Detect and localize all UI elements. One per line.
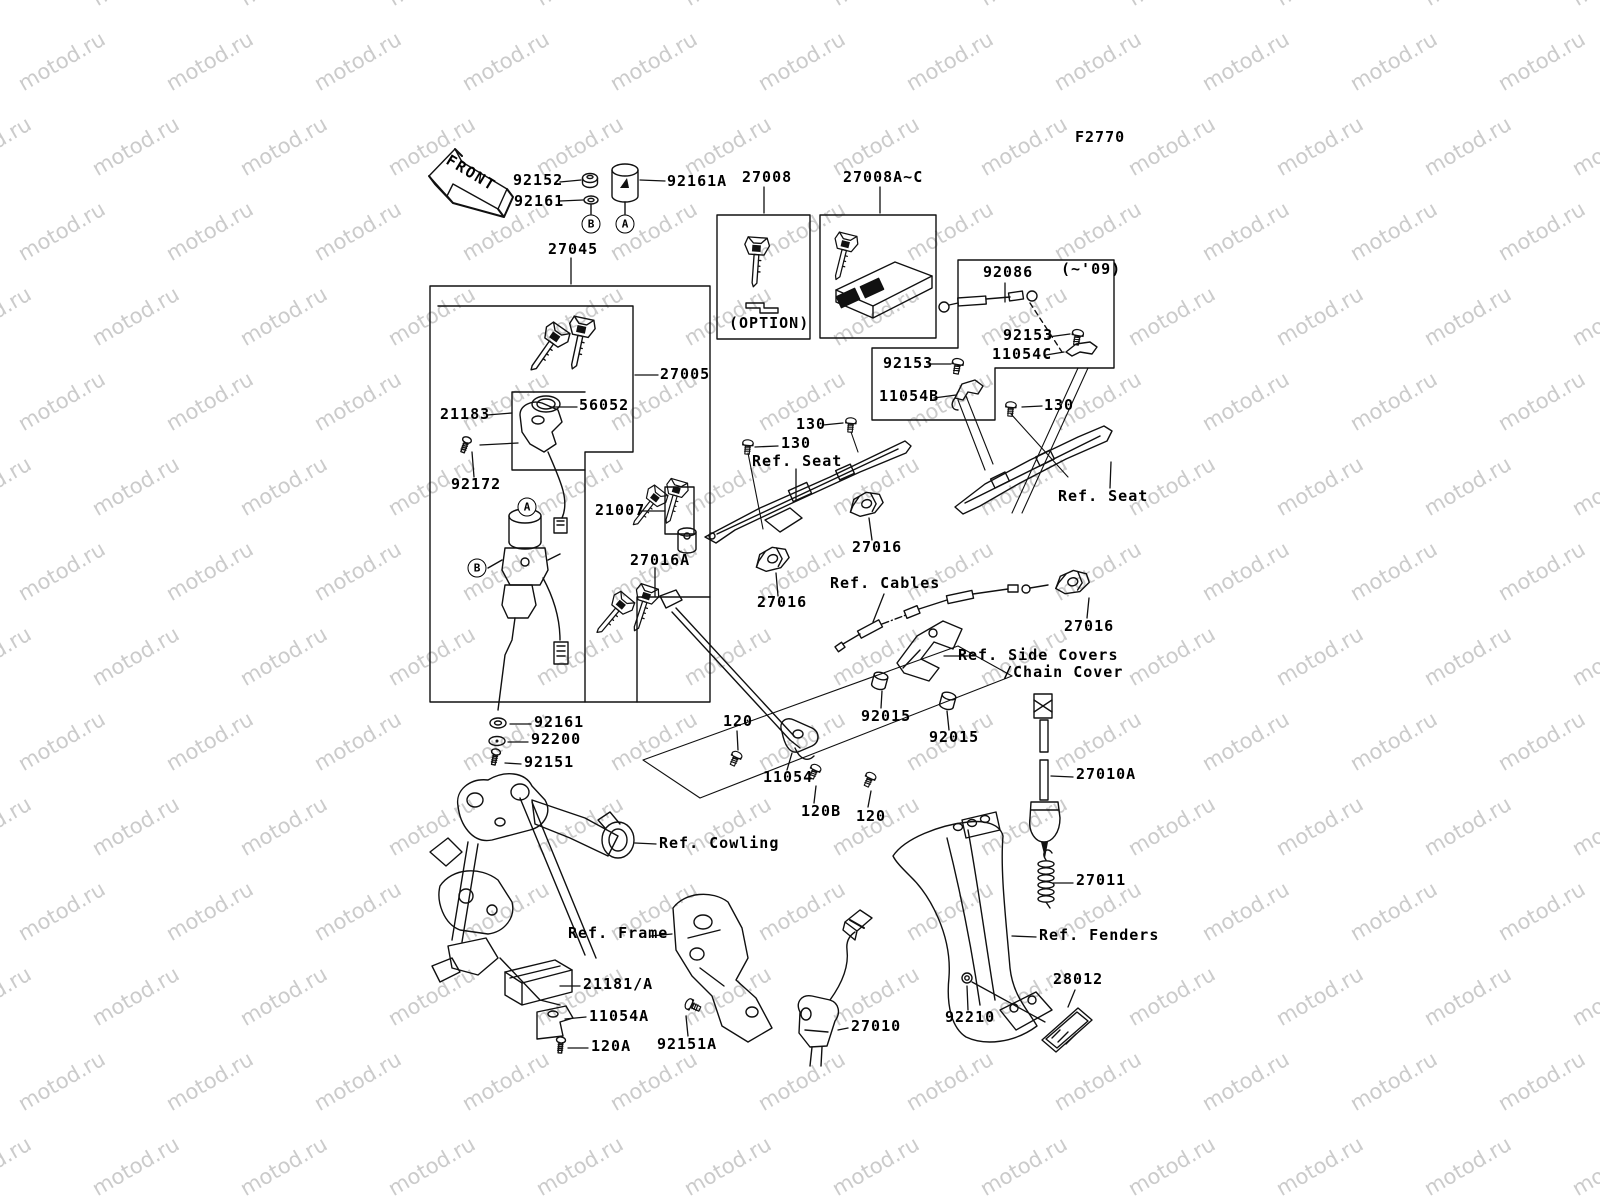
bracket-21183 (519, 401, 568, 534)
bracket-11054 (780, 718, 819, 760)
part-label-92151A: 92151A (657, 1035, 718, 1053)
part-label-11054A: 11054A (589, 1007, 650, 1025)
bracket-11054B (951, 379, 984, 411)
part-label-ref-cables: Ref. Cables (830, 574, 941, 592)
bracket-11054A (536, 1005, 574, 1040)
cowling-stay-assembly (429, 773, 635, 1006)
part-label-ref-seat-right: Ref. Seat (1058, 487, 1149, 505)
part-label-27011: 27011 (1076, 871, 1127, 889)
callout-a2: A (517, 497, 537, 517)
part-label-chain-cover: /Chain Cover (1003, 663, 1124, 681)
part-label-27016-c2: 27016 (757, 593, 808, 611)
reflector-28012 (1041, 1007, 1093, 1053)
part-label-21007: 21007 (595, 501, 646, 519)
callout-b1: B (581, 214, 601, 234)
switch-27010A (1029, 693, 1061, 858)
part-label-92086: 92086 (983, 263, 1034, 281)
part-label-11054: 11054 (763, 768, 814, 786)
part-label-ref-frame: Ref. Frame (568, 924, 669, 942)
part-label-92153-right: 92153 (1003, 326, 1054, 344)
panel-plane (642, 645, 1013, 799)
part-label-option: (OPTION) (729, 314, 810, 332)
part-label-27010A: 27010A (1076, 765, 1137, 783)
part-label-21181A: 21181/A (583, 975, 654, 993)
part-label-ref-fenders: Ref. Fenders (1039, 926, 1160, 944)
key-27008 (741, 235, 779, 314)
nut-92210 (961, 972, 973, 984)
part-label-21183: 21183 (440, 405, 491, 423)
part-label-130-right: 130 (1044, 396, 1075, 414)
keys-21007 (624, 477, 697, 554)
part-label-92015-l: 92015 (861, 707, 912, 725)
cap-92161A (611, 163, 639, 215)
part-label-27045: 27045 (548, 240, 599, 258)
part-label-28012: 28012 (1053, 970, 1104, 988)
part-label-ref-cowling: Ref. Cowling (659, 834, 780, 852)
part-label-92161-top: 92161 (514, 192, 565, 210)
leader-lines (471, 179, 1112, 1049)
part-label-27016A: 27016A (630, 551, 691, 569)
part-label-ref-seat-center: Ref. Seat (752, 452, 843, 470)
ring-56052 (531, 395, 561, 413)
part-label-figure-code: F2770 (1075, 128, 1126, 146)
part-label-27016-right: 27016 (1064, 617, 1115, 635)
part-label-56052: 56052 (579, 396, 630, 414)
part-label-through09: (~'09) (1061, 260, 1122, 278)
cable-92086 (938, 290, 1063, 353)
seat-rail-center (704, 440, 912, 544)
ignition-switch-27005 (487, 508, 569, 711)
ecu-21181A (504, 959, 573, 1006)
seat-bracket-right (954, 425, 1113, 515)
part-label-92161-low: 92161 (534, 713, 585, 731)
part-label-92153-left: 92153 (883, 354, 934, 372)
washer-92161-top (583, 195, 599, 215)
bracket-11054C (1065, 341, 1098, 357)
switch-27010 (797, 909, 873, 1067)
construction-lines (747, 367, 1089, 530)
part-label-120A: 120A (591, 1037, 632, 1055)
spring-27011 (1037, 849, 1055, 909)
part-label-27005: 27005 (660, 365, 711, 383)
part-label-92161A: 92161A (667, 172, 728, 190)
part-label-92172: 92172 (451, 475, 502, 493)
part-label-130-a: 130 (796, 415, 827, 433)
keys-27016A (588, 582, 795, 741)
washer-92200 (488, 735, 506, 747)
part-label-130-b: 130 (781, 434, 812, 452)
part-label-92151: 92151 (524, 753, 575, 771)
part-label-120-r: 120 (856, 807, 887, 825)
key-amp-27008AC (824, 230, 933, 319)
part-label-27008: 27008 (742, 168, 793, 186)
callout-a1: A (615, 214, 635, 234)
frame-part (672, 893, 773, 1043)
part-label-27008AC: 27008A~C (843, 168, 924, 186)
part-label-120B: 120B (801, 802, 842, 820)
callout-b2: B (467, 558, 487, 578)
part-label-92210: 92210 (945, 1008, 996, 1026)
part-label-92015-r: 92015 (929, 728, 980, 746)
part-label-92152: 92152 (513, 171, 564, 189)
rear-fender (892, 811, 1053, 1043)
cable-ref-cables (834, 584, 1049, 653)
part-label-ref-side-covers: Ref. Side Covers (958, 646, 1119, 664)
group-boxes (429, 214, 1115, 703)
cap-92152 (581, 172, 599, 189)
part-label-27010: 27010 (851, 1017, 902, 1035)
part-label-11054B: 11054B (879, 387, 940, 405)
part-label-120-l: 120 (723, 712, 754, 730)
part-label-27016-c1: 27016 (852, 538, 903, 556)
part-label-92200: 92200 (531, 730, 582, 748)
side-cover-bracket (896, 620, 963, 682)
part-label-11054C: 11054C (992, 345, 1053, 363)
